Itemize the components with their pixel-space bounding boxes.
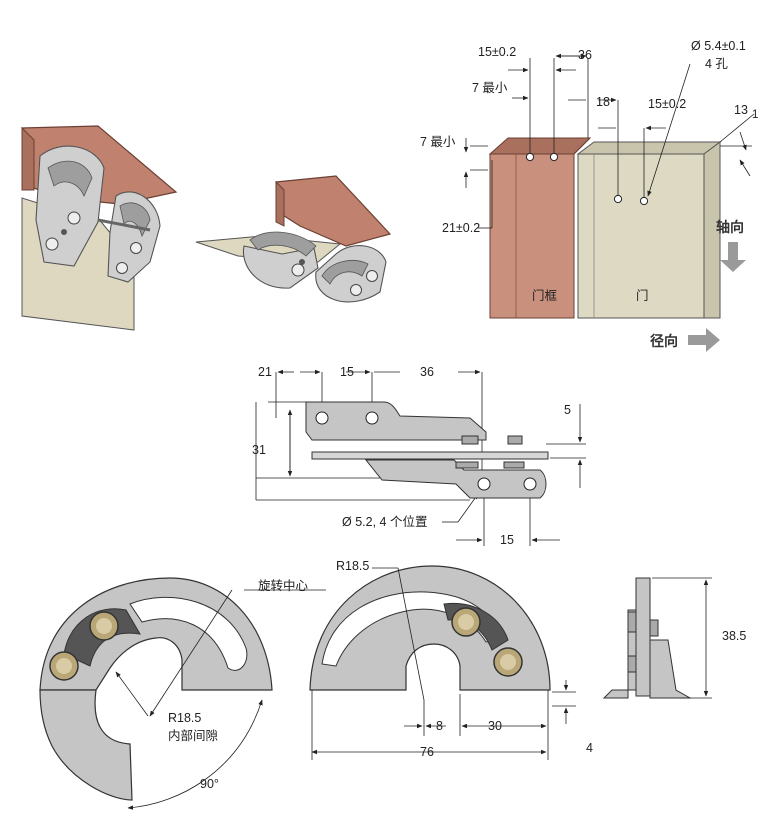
mid-dim-31: 31 — [252, 443, 266, 457]
pivot-pin — [493, 647, 523, 677]
middle-plate-view — [309, 565, 576, 760]
mid-dim-5: 5 — [564, 403, 571, 417]
left-plate-view — [39, 577, 326, 810]
dim-38-5: 38.5 — [722, 629, 747, 643]
mid-dim-15-bottom: 15 — [500, 533, 514, 547]
mid-hole-spec: Ø 5.2, 4 个位置 — [342, 515, 428, 529]
iso-view-installed — [21, 125, 178, 331]
dim-76: 76 — [420, 745, 434, 759]
angle-label: 90° — [200, 777, 219, 791]
dim-8: 8 — [436, 719, 443, 733]
pivot-pin — [49, 651, 79, 681]
mid-radius-label: R18.5 — [336, 559, 370, 573]
mounting-hole — [613, 194, 623, 204]
pivot-pin — [89, 611, 119, 641]
frame-label: 门框 — [532, 289, 558, 303]
hole — [315, 411, 329, 425]
dim-hole-spacing-15-a: 15±0.2 — [478, 45, 517, 59]
mounting-hole — [639, 196, 649, 206]
iso-view-open — [195, 175, 392, 303]
dim-7-min-a: 7 最小 — [472, 81, 508, 95]
dim-hole-spacing-15-b: 15±0.2 — [648, 97, 687, 111]
frame-door-elevation — [463, 53, 755, 352]
hole-spec-line2: 4 孔 — [705, 57, 728, 71]
mid-dim-15-top: 15 — [340, 365, 354, 379]
dim-21: 21±0.2 — [442, 221, 481, 235]
dim-4: 4 — [586, 741, 593, 755]
left-radius-label: R18.5 — [168, 711, 202, 725]
dim-1: 1 — [752, 109, 759, 121]
mounting-hole — [549, 152, 559, 162]
pivot-pin — [451, 607, 481, 637]
radial-direction-label: 径向 — [650, 333, 678, 349]
side-profile-view — [602, 577, 712, 699]
dim-18: 18 — [596, 95, 610, 109]
hole — [523, 477, 537, 491]
hole-spec-line1: Ø 5.4±0.1 — [691, 39, 746, 53]
dim-7-min-b: 7 最小 — [420, 135, 456, 149]
dim-30: 30 — [488, 719, 502, 733]
hinge-side-view — [255, 369, 586, 546]
hole — [477, 477, 491, 491]
mounting-hole — [525, 152, 535, 162]
axial-direction-label: 轴向 — [716, 219, 744, 235]
door-label: 门 — [636, 289, 649, 303]
mid-dim-21: 21 — [258, 365, 272, 379]
hole — [365, 411, 379, 425]
rotation-center-label: 旋转中心 — [258, 579, 309, 593]
inner-gap-label: 内部间隙 — [168, 729, 219, 743]
dim-36-top: 36 — [578, 48, 592, 62]
dim-13: 13 — [734, 103, 748, 117]
mid-dim-36: 36 — [420, 365, 434, 379]
